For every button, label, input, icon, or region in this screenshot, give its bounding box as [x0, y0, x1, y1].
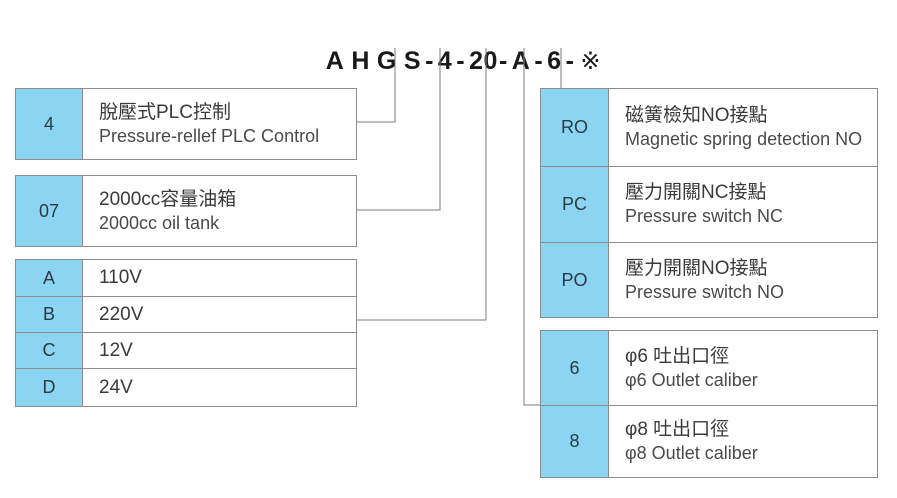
contacts-cn-ro: 磁簧檢知NO接點	[625, 105, 768, 127]
code-segment-control-type: 4	[437, 47, 453, 75]
voltage-key-b: B	[16, 297, 83, 332]
caliber-key-8: 8	[541, 406, 609, 477]
voltage-value-a: 110V	[83, 260, 356, 296]
caliber-cn-6: φ6 吐出口徑	[625, 345, 730, 367]
code-char-s: S	[403, 47, 422, 75]
voltage-table: A 110V B 220V C 12V D 24V	[15, 259, 357, 407]
caliber-cn-8: φ8 吐出口徑	[625, 419, 730, 441]
caliber-en-6: φ6 Outlet caliber	[625, 369, 758, 390]
control-type-key: 4	[16, 89, 83, 159]
oil-tank-key: 07	[16, 176, 83, 246]
contacts-value-pc: 壓力開關NC接點 Pressure switch NC	[609, 167, 877, 242]
voltage-text-d: 24V	[99, 376, 133, 398]
oil-tank-cn: 2000cc容量油箱	[99, 188, 237, 210]
contacts-value-po: 壓力開關NO接點 Pressure switch NO	[609, 243, 877, 317]
contacts-cn-po: 壓力開關NO接點	[625, 257, 768, 279]
table-row: PO 壓力開關NO接點 Pressure switch NO	[541, 242, 877, 317]
voltage-text-b: 220V	[99, 303, 144, 325]
table-row: 4 脫壓式PLC控制 Pressure-rellef PLC Control	[16, 89, 356, 159]
table-row: C 12V	[16, 332, 356, 368]
caliber-table: 6 φ6 吐出口徑 φ6 Outlet caliber 8 φ8 吐出口徑 φ8…	[540, 330, 878, 478]
code-dash-4: -	[534, 47, 544, 75]
code-char-g: G	[376, 47, 397, 75]
contacts-key-po: PO	[541, 243, 609, 317]
contacts-value-ro: 磁簧檢知NO接點 Magnetic spring detection NO	[609, 89, 877, 166]
code-dash-3: -	[498, 47, 508, 75]
caliber-en-8: φ8 Outlet caliber	[625, 443, 758, 464]
oil-tank-table: 07 2000cc容量油箱 2000cc oil tank	[15, 175, 357, 247]
code-dash-2: -	[456, 47, 466, 75]
table-row: B 220V	[16, 296, 356, 332]
voltage-value-b: 220V	[83, 297, 356, 332]
code-segment-caliber: 6	[547, 47, 562, 75]
voltage-value-c: 12V	[83, 333, 356, 368]
contacts-en-ro: Magnetic spring detection NO	[625, 129, 863, 150]
contacts-key-pc: PC	[541, 167, 609, 242]
contacts-en-po: Pressure switch NO	[625, 281, 785, 302]
voltage-value-d: 24V	[83, 369, 356, 406]
code-dash-5: -	[565, 47, 575, 75]
contacts-table: RO 磁簧檢知NO接點 Magnetic spring detection NO…	[540, 88, 878, 318]
voltage-text-c: 12V	[99, 339, 133, 361]
table-row: 8 φ8 吐出口徑 φ8 Outlet caliber	[541, 405, 877, 477]
reference-mark-icon: ※	[580, 48, 601, 75]
code-segment-oil-tank: 20	[469, 47, 498, 75]
code-char-a: A	[325, 47, 345, 75]
table-row: PC 壓力開關NC接點 Pressure switch NC	[541, 166, 877, 242]
oil-tank-en: 2000cc oil tank	[99, 212, 220, 233]
voltage-text-a: 110V	[99, 267, 142, 288]
voltage-key-a: A	[16, 260, 83, 296]
contacts-key-ro: RO	[541, 89, 609, 166]
voltage-key-c: C	[16, 333, 83, 368]
contacts-en-pc: Pressure switch NC	[625, 206, 784, 227]
table-row: 07 2000cc容量油箱 2000cc oil tank	[16, 176, 356, 246]
caliber-value-6: φ6 吐出口徑 φ6 Outlet caliber	[609, 331, 877, 405]
control-type-cn: 脫壓式PLC控制	[99, 101, 231, 123]
control-type-value: 脫壓式PLC控制 Pressure-rellef PLC Control	[83, 89, 356, 159]
contacts-cn-pc: 壓力開關NC接點	[625, 182, 767, 204]
control-type-table: 4 脫壓式PLC控制 Pressure-rellef PLC Control	[15, 88, 357, 160]
control-type-en: Pressure-rellef PLC Control	[99, 125, 320, 146]
table-row: A 110V	[16, 260, 356, 296]
code-segment-voltage: A	[511, 47, 531, 75]
table-row: RO 磁簧檢知NO接點 Magnetic spring detection NO	[541, 89, 877, 166]
oil-tank-value: 2000cc容量油箱 2000cc oil tank	[83, 176, 356, 246]
caliber-key-6: 6	[541, 331, 609, 405]
code-char-h: H	[351, 47, 370, 75]
table-row: D 24V	[16, 368, 356, 406]
caliber-value-8: φ8 吐出口徑 φ8 Outlet caliber	[609, 406, 877, 477]
voltage-key-d: D	[16, 369, 83, 406]
table-row: 6 φ6 吐出口徑 φ6 Outlet caliber	[541, 331, 877, 405]
code-dash-1: -	[425, 47, 434, 75]
